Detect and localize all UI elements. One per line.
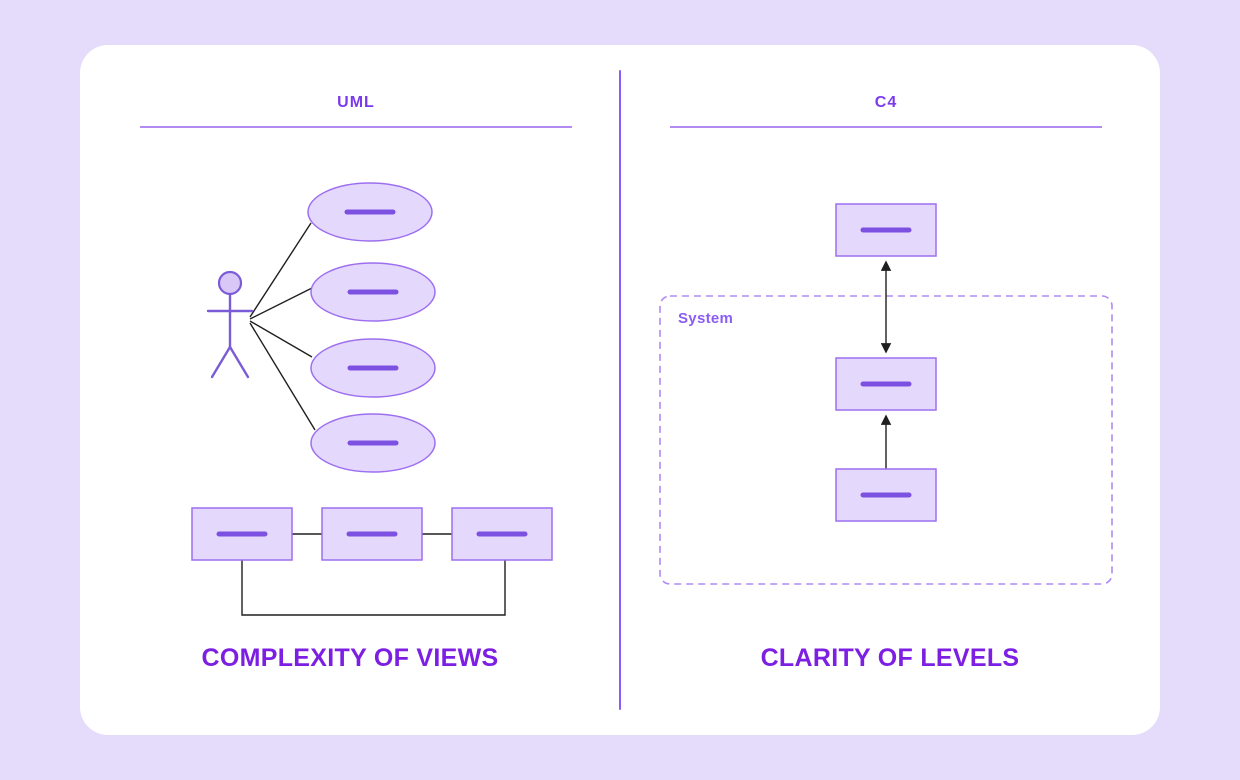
c4-caption: CLARITY OF LEVELS (760, 644, 1020, 672)
panel-divider (619, 70, 621, 710)
uml-class-node (451, 507, 553, 561)
c4-context-node (835, 203, 937, 257)
actor-usecase-connector (249, 322, 316, 431)
loop-connector (241, 560, 506, 616)
use-case-ellipse (310, 413, 436, 473)
c4-component-node (835, 468, 937, 522)
c4-panel-title: C4 (874, 94, 898, 111)
actor-usecase-connector (249, 320, 313, 358)
actor-leg (210, 345, 232, 379)
uml-caption: COMPLEXITY OF VIEWS (201, 644, 499, 672)
c4-title-underline (670, 126, 1102, 128)
actor-leg (228, 345, 250, 379)
actor-figure (206, 270, 254, 379)
actor-head (217, 270, 243, 296)
comparison-card: UML C4 System COMPLEXITY OF VIEWS CLARIT… (80, 45, 1160, 735)
diagram-canvas (191, 182, 1113, 616)
uml-title-underline (140, 126, 572, 128)
use-case-ellipse (310, 338, 436, 398)
use-case-ellipse (307, 182, 433, 242)
system-boundary-label: System (678, 310, 734, 327)
actor-usecase-connector (249, 287, 313, 320)
use-case-ellipse (310, 262, 436, 322)
uml-panel-title: UML (337, 94, 375, 111)
uml-class-node (321, 507, 423, 561)
actor-usecase-connector (249, 222, 312, 318)
c4-container-node (835, 357, 937, 411)
uml-class-node (191, 507, 293, 561)
